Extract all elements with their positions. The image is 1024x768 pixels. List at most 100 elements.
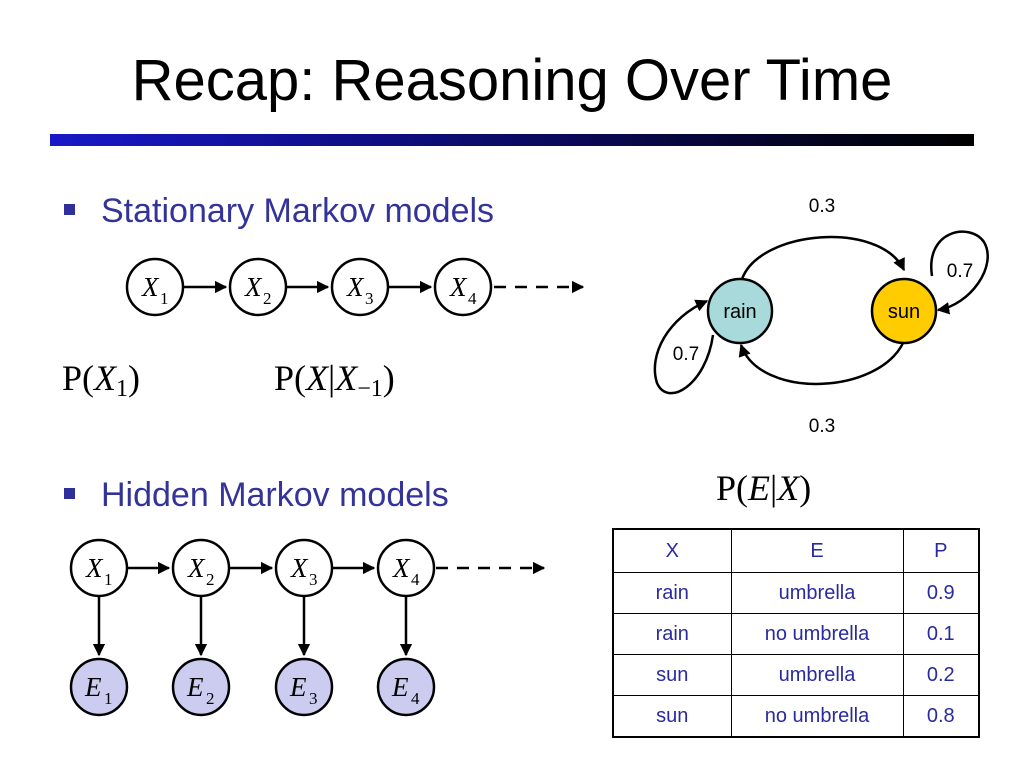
rain-node <box>706 277 774 345</box>
table-header-row: X E P <box>612 528 980 573</box>
prob-rain-to-sun: 0.3 <box>809 196 835 217</box>
hmm-hidden-x2-sub: 2 <box>206 570 215 589</box>
formula-initial-var: X <box>94 358 117 398</box>
table-row: rain no umbrella 0.1 <box>612 613 980 655</box>
hmm-evidence-e4-var: E <box>391 672 409 702</box>
slide-title: Recap: Reasoning Over Time <box>131 48 893 113</box>
hmm-hidden-x3-var: X <box>290 553 309 583</box>
table-cell: no umbrella <box>730 695 904 738</box>
formula-initial-sub: 1 <box>116 376 129 402</box>
hmm-evidence-node-e2: E 2 <box>171 657 231 717</box>
formula-emission-close: ) <box>799 468 812 508</box>
hmm-diagram: X 1 X 2 X 3 X 4 E 1 E 2 E <box>69 538 546 717</box>
markov-node-x4: X 4 <box>433 257 493 317</box>
hmm-evidence-e3-sub: 3 <box>309 689 318 708</box>
formula-emission-fn: P( <box>716 468 749 508</box>
weather-state-diagram: rain sun 0.3 0.7 0.3 0.7 <box>653 196 989 437</box>
markov-node-x2: X 2 <box>228 257 288 317</box>
formula-emission-var2: X <box>777 468 800 508</box>
formula-transition: P(X|X−1) <box>274 360 395 401</box>
hmm-evidence-e4-sub: 4 <box>411 689 420 708</box>
bullet-marker <box>64 203 75 215</box>
rain-label: rain <box>723 301 756 323</box>
hmm-hidden-x3-sub: 3 <box>309 570 318 589</box>
transition-sun-to-sun <box>930 230 989 315</box>
formula-transition-fn: P( <box>274 358 307 398</box>
weather-state-rain: rain <box>706 277 774 345</box>
bullet-stationary-markov-text: Stationary Markov models <box>101 192 495 230</box>
hmm-evidence-e1-sub: 1 <box>104 689 113 708</box>
table-cell: 0.2 <box>902 654 980 696</box>
markov-node-x1-var: X <box>141 272 160 302</box>
hmm-hidden-node-x3: X 3 <box>274 538 334 598</box>
table-cell: sun <box>612 654 732 696</box>
table-cell: umbrella <box>730 572 904 614</box>
emission-table: X E P rain umbrella 0.9 rain no umbrella… <box>612 528 980 738</box>
table-cell: 0.9 <box>902 572 980 614</box>
sun-node <box>870 277 938 345</box>
formula-initial: P(X1) <box>62 360 140 401</box>
formula-transition-var2: X <box>335 358 358 398</box>
formula-transition-close: ) <box>382 358 395 398</box>
weather-state-sun: sun <box>870 277 938 345</box>
hmm-evidence-e2-var: E <box>186 672 204 702</box>
formula-transition-bar: | <box>328 358 336 398</box>
hmm-hidden-node-x2: X 2 <box>171 538 231 598</box>
hmm-evidence-e3-var: E <box>289 672 307 702</box>
table-cell: rain <box>612 613 732 655</box>
markov-chain: X 1 X 2 X 3 X 4 <box>125 257 585 317</box>
title-underline <box>50 134 974 146</box>
formula-initial-close: ) <box>128 358 141 398</box>
transition-rain-to-sun <box>740 235 906 280</box>
markov-node-x3: X 3 <box>330 257 390 317</box>
hmm-hidden-x1-var: X <box>85 553 104 583</box>
formula-emission: P(E|X) <box>716 470 811 506</box>
prob-rain-to-rain: 0.7 <box>673 344 699 365</box>
hmm-hidden-node-x1: X 1 <box>69 538 129 598</box>
transition-sun-to-rain <box>738 340 906 386</box>
formula-transition-var: X <box>306 358 329 398</box>
hmm-hidden-node-x4: X 4 <box>376 538 436 598</box>
markov-node-x1: X 1 <box>125 257 185 317</box>
prob-sun-to-rain: 0.3 <box>809 416 835 437</box>
markov-node-x3-var: X <box>346 272 365 302</box>
hmm-evidence-node-e4: E 4 <box>376 657 436 717</box>
hmm-hidden-x2-var: X <box>187 553 206 583</box>
hmm-evidence-node-e1: E 1 <box>69 657 129 717</box>
bullet-stationary-markov: Stationary Markov models <box>64 194 494 228</box>
table-row: sun no umbrella 0.8 <box>612 695 980 738</box>
markov-node-x2-var: X <box>244 272 263 302</box>
table-header-p: P <box>902 528 980 573</box>
table-header-x: X <box>612 528 732 573</box>
markov-node-x4-var: X <box>449 272 468 302</box>
table-row: rain umbrella 0.9 <box>612 572 980 614</box>
prob-sun-to-sun: 0.7 <box>947 261 973 282</box>
table-cell: sun <box>612 695 732 738</box>
table-cell: no umbrella <box>730 613 904 655</box>
formula-transition-sub: −1 <box>357 376 383 402</box>
table-cell: 0.1 <box>902 613 980 655</box>
hmm-hidden-x4-sub: 4 <box>411 570 420 589</box>
hmm-evidence-node-e3: E 3 <box>274 657 334 717</box>
hmm-hidden-x4-var: X <box>392 553 411 583</box>
table-cell: rain <box>612 572 732 614</box>
markov-node-x4-sub: 4 <box>468 289 477 308</box>
bullet-hidden-markov-text: Hidden Markov models <box>101 476 449 514</box>
bullet-marker <box>64 487 75 499</box>
markov-node-x2-sub: 2 <box>263 289 272 308</box>
table-row: sun umbrella 0.2 <box>612 654 980 696</box>
bullet-hidden-markov: Hidden Markov models <box>64 478 449 512</box>
formula-emission-bar: | <box>770 468 778 508</box>
markov-node-x3-sub: 3 <box>365 289 374 308</box>
formula-initial-fn: P( <box>62 358 95 398</box>
markov-node-x1-sub: 1 <box>160 289 169 308</box>
table-cell: 0.8 <box>902 695 980 738</box>
table-header-e: E <box>730 528 904 573</box>
transition-rain-to-rain <box>653 299 715 395</box>
hmm-hidden-x1-sub: 1 <box>104 570 113 589</box>
hmm-evidence-e1-var: E <box>84 672 102 702</box>
hmm-evidence-e2-sub: 2 <box>206 689 215 708</box>
table-cell: umbrella <box>730 654 904 696</box>
formula-emission-var: E <box>748 468 771 508</box>
